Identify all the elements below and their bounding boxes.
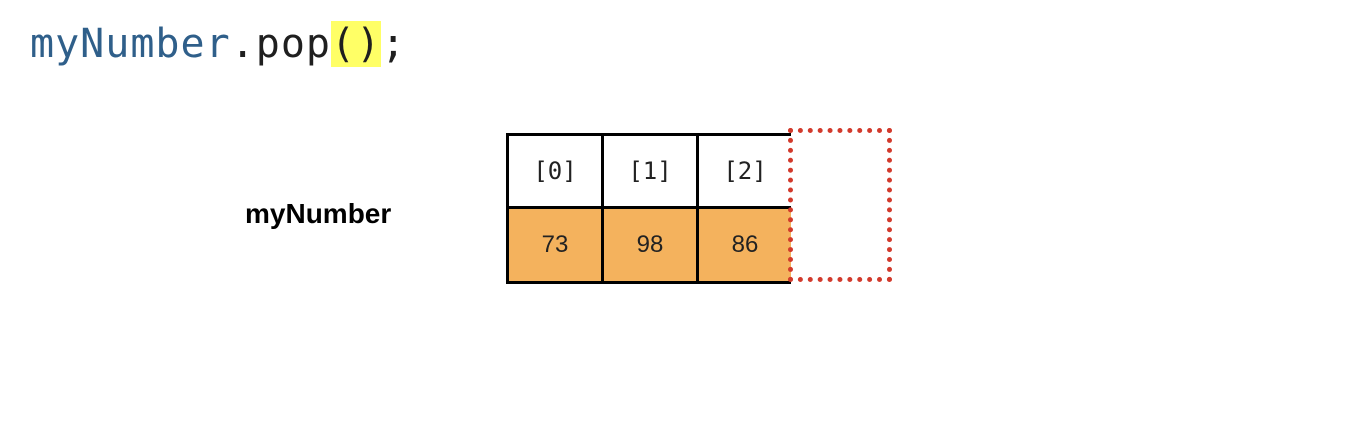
array-cell-0: [0] 73	[509, 136, 604, 281]
code-statement: myNumber.pop();	[30, 16, 406, 72]
code-parens-highlight: ()	[331, 21, 382, 67]
array-value: 73	[509, 209, 601, 281]
code-variable: myNumber	[30, 21, 231, 67]
removed-element-slot	[788, 128, 892, 282]
array-index: [2]	[699, 136, 791, 209]
code-semicolon: ;	[381, 21, 407, 67]
array-label: myNumber	[245, 198, 392, 229]
array-cell-1: [1] 98	[604, 136, 699, 281]
array-value: 98	[604, 209, 696, 281]
code-dot: .	[230, 21, 256, 67]
code-method: pop	[255, 21, 331, 67]
array-index: [0]	[509, 136, 601, 209]
array-index: [1]	[604, 136, 696, 209]
array-value: 86	[699, 209, 791, 281]
array-table: [0] 73 [1] 98 [2] 86	[506, 133, 791, 284]
array-cell-2: [2] 86	[699, 136, 791, 281]
